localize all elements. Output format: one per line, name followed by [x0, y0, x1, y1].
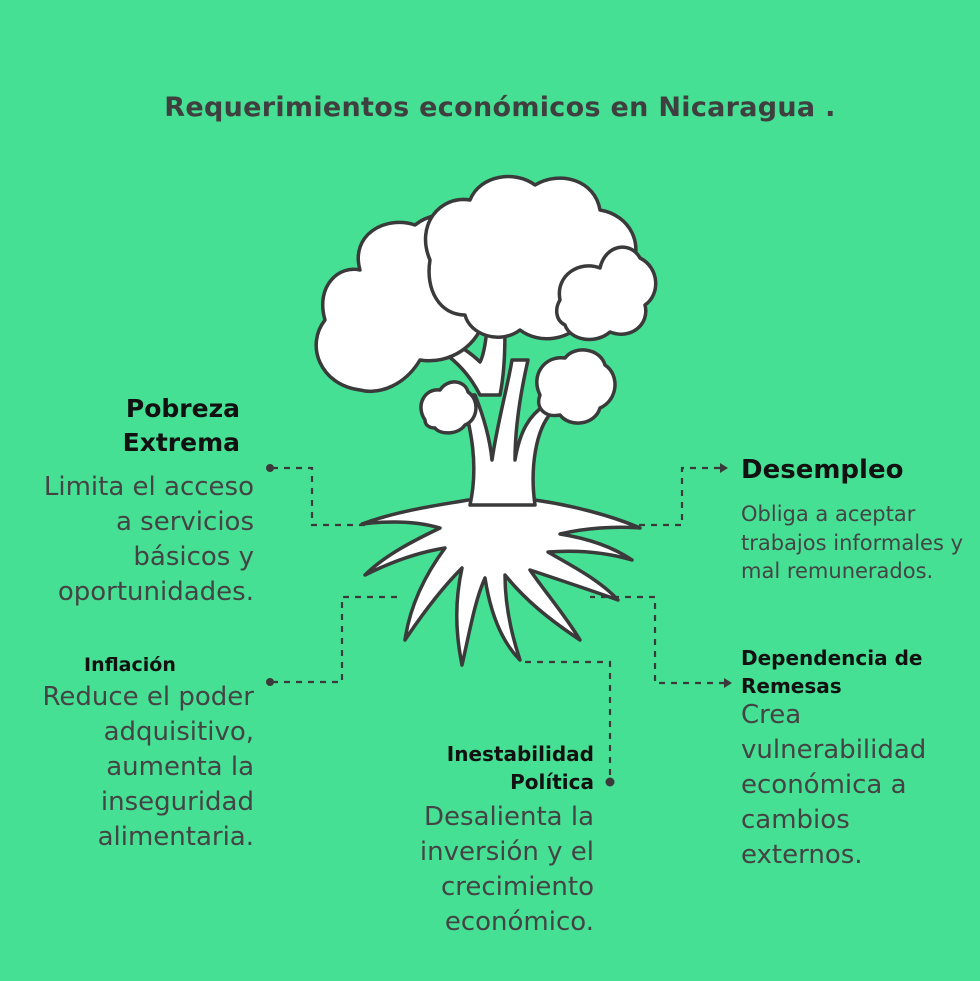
connector-politica — [525, 660, 612, 780]
connector-desempleo — [630, 466, 720, 527]
connector-pobreza — [272, 466, 370, 527]
connector-markers — [266, 463, 732, 787]
node-desempleo-description: Obliga a aceptar trabajos informales y m… — [741, 502, 964, 583]
node-politica-title: Inestabilidad Política — [446, 742, 594, 794]
node-pobreza-description: Limita el acceso a servicios básicos y o… — [43, 472, 254, 607]
diagram-title: Requerimientos económicos en Nicaragua . — [164, 92, 836, 123]
connector-lines — [272, 466, 725, 780]
connector-inflacion — [272, 595, 400, 684]
node-inflacion-title: Inflación — [84, 654, 176, 676]
node-pobreza-title: Pobreza Extrema — [122, 394, 240, 457]
node-remesas-description: Crea vulnerabilidad económica a cambios … — [741, 700, 927, 870]
connector-remesas — [590, 595, 725, 685]
node-politica-description: Desalienta la inversión y el crecimiento… — [419, 802, 594, 937]
node-desempleo-title: Desempleo — [741, 455, 904, 485]
node-inflacion-description: Reduce el poder adquisitivo, aumenta la … — [42, 682, 254, 852]
node-remesas-title: Dependencia de Remesas — [741, 646, 923, 698]
